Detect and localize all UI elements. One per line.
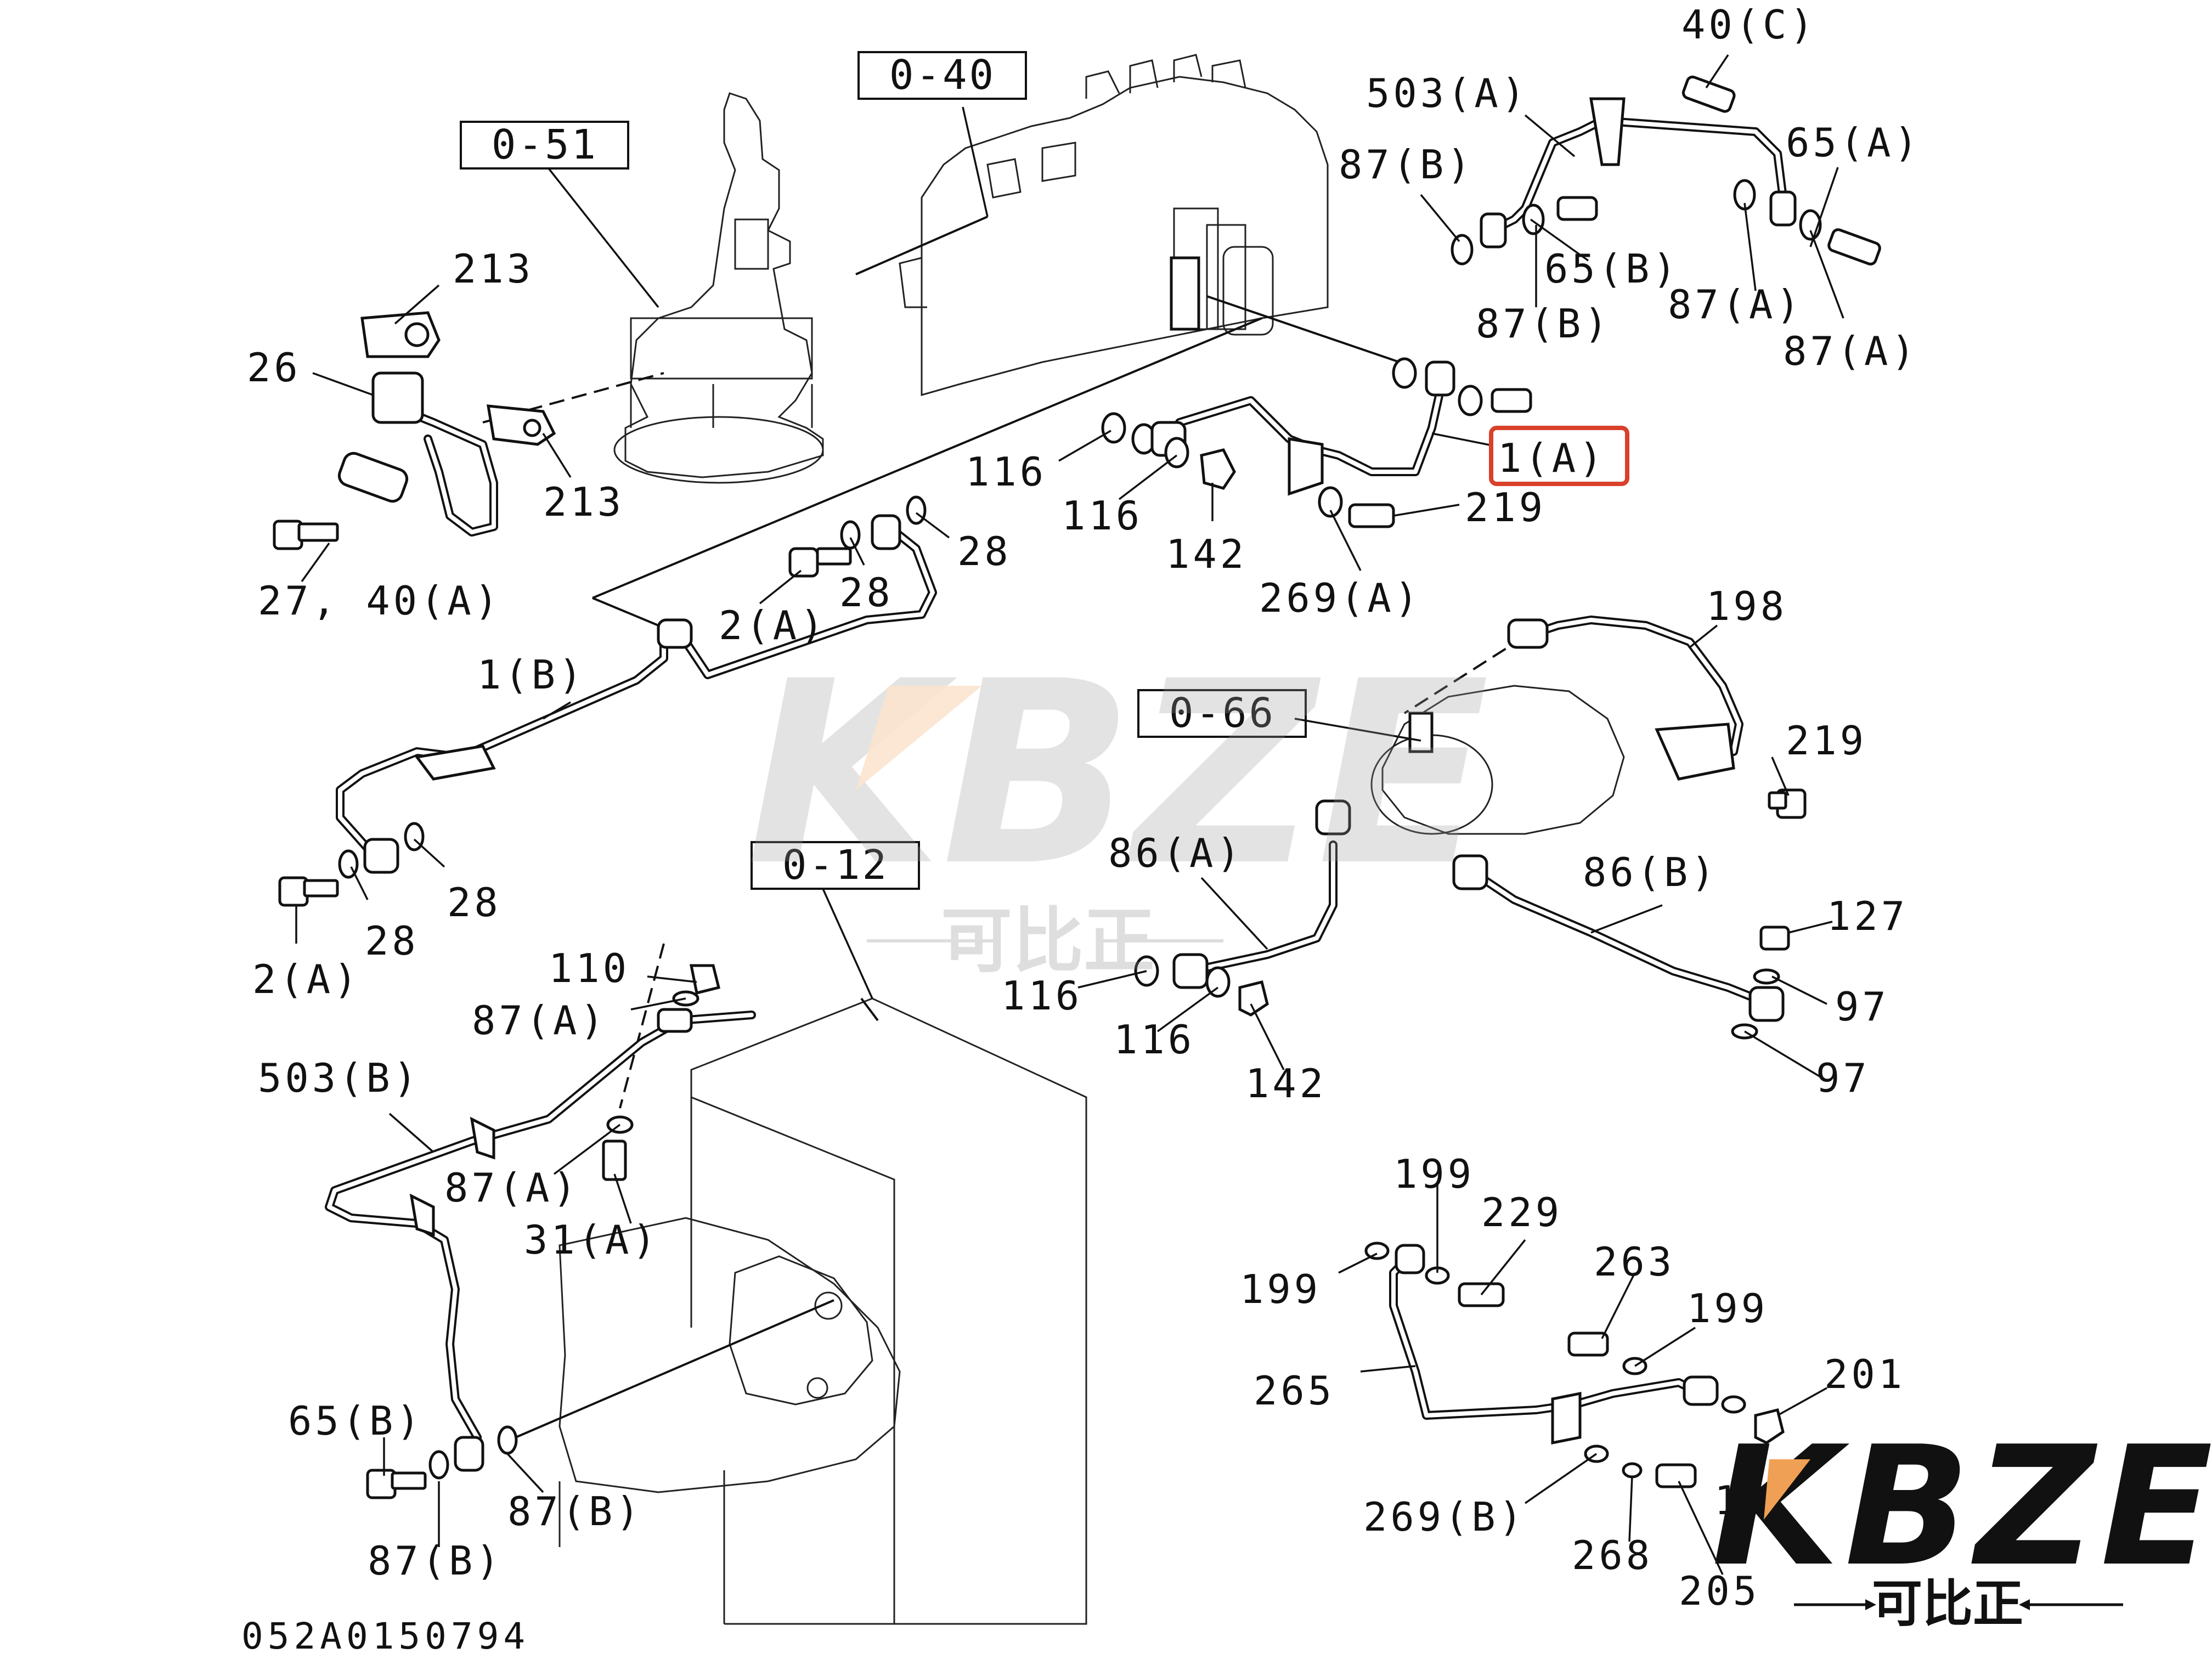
reference-box-0-51: 0-51 xyxy=(460,121,629,170)
label-87b: 87(B) xyxy=(1339,142,1474,188)
injection-pump-sketch xyxy=(899,54,1329,396)
label-199: 199 xyxy=(1687,1285,1768,1331)
label-87b: 87(B) xyxy=(507,1488,643,1534)
highlight-box xyxy=(1489,426,1629,486)
svg-text:可比正: 可比正 xyxy=(1872,1575,2023,1633)
label-87a: 87(A) xyxy=(1783,328,1918,374)
label-142: 142 xyxy=(1166,531,1247,577)
label-205: 205 xyxy=(1679,1568,1760,1614)
label-1a: 1(A) xyxy=(1498,435,1606,481)
pipes xyxy=(325,116,1787,1442)
svg-text:0-51: 0-51 xyxy=(492,121,598,168)
svg-text:KBZE: KBZE xyxy=(746,628,1489,921)
engine-block-sketch xyxy=(558,997,1087,1625)
label-268: 268 xyxy=(1572,1532,1653,1578)
label-40c: 40(C) xyxy=(1681,2,1817,48)
svg-text:0-66: 0-66 xyxy=(1169,690,1276,737)
label-263: 263 xyxy=(1594,1239,1675,1285)
label-269b: 269(B) xyxy=(1363,1494,1526,1540)
drawing-number: 052A0150794 xyxy=(241,1615,529,1657)
label-1b: 1(B) xyxy=(477,652,585,698)
fuel-filter-sketch xyxy=(613,92,824,484)
svg-text:0-40: 0-40 xyxy=(889,52,996,99)
corner-brand-logo: KBZE 可比正 xyxy=(1712,1411,2212,1633)
center-watermark: KBZE 可比正 xyxy=(746,628,1489,983)
label-201: 201 xyxy=(1824,1351,1905,1397)
label-26: 26 xyxy=(247,345,301,391)
leader-lines xyxy=(295,54,1844,1575)
label-269a: 269(A) xyxy=(1259,575,1421,621)
label-87a: 87(A) xyxy=(472,997,607,1043)
label-28: 28 xyxy=(447,879,501,926)
label-219: 219 xyxy=(1465,484,1546,531)
label-65b: 65(B) xyxy=(1544,246,1680,292)
label-110: 110 xyxy=(549,945,630,991)
label-87b: 87(B) xyxy=(1476,301,1611,347)
label-2a: 2(A) xyxy=(719,602,827,648)
svg-text:可比正: 可比正 xyxy=(941,899,1155,983)
label-127: 127 xyxy=(1827,893,1908,939)
svg-text:0-12: 0-12 xyxy=(782,842,889,889)
label-142: 142 xyxy=(1245,1060,1327,1107)
part-labels: 40(C) 503(A) 65(A) 87(B) 65(B) 87(B) 87(… xyxy=(241,2,1921,1657)
label-65a: 65(A) xyxy=(1786,120,1921,166)
label-198: 198 xyxy=(1706,583,1787,629)
label-219: 219 xyxy=(1786,718,1867,764)
label-265: 265 xyxy=(1254,1368,1335,1414)
label-97: 97 xyxy=(1816,1055,1870,1101)
label-229: 229 xyxy=(1481,1189,1562,1235)
label-2a: 2(A) xyxy=(252,956,360,1002)
reference-box-0-66: 0-66 xyxy=(1137,689,1307,738)
label-19x: 19 xyxy=(1714,1477,1769,1523)
label-97: 97 xyxy=(1835,984,1889,1030)
label-86a: 86(A) xyxy=(1108,830,1244,876)
reference-box-0-40: 0-40 xyxy=(857,51,1027,100)
label-116: 116 xyxy=(1001,973,1082,1019)
label-503a: 503(A) xyxy=(1366,70,1528,116)
label-65b: 65(B) xyxy=(288,1398,424,1444)
label-116: 116 xyxy=(966,449,1047,495)
label-86b: 86(B) xyxy=(1583,849,1718,895)
label-116: 116 xyxy=(1114,1017,1195,1063)
label-28: 28 xyxy=(365,918,419,964)
label-87a: 87(A) xyxy=(1668,281,1803,328)
label-503b: 503(B) xyxy=(258,1055,420,1101)
label-28: 28 xyxy=(839,569,894,616)
label-87b: 87(B) xyxy=(368,1538,503,1584)
label-199: 199 xyxy=(1240,1266,1321,1312)
label-213: 213 xyxy=(453,246,534,292)
svg-text:KBZE: KBZE xyxy=(1712,1411,2212,1602)
label-213: 213 xyxy=(543,479,624,525)
label-27-40a: 27, 40(A) xyxy=(258,578,501,624)
label-116: 116 xyxy=(1062,493,1143,539)
label-31a: 31(A) xyxy=(524,1217,659,1263)
label-199: 199 xyxy=(1393,1151,1475,1197)
reference-box-0-12: 0-12 xyxy=(751,841,920,890)
label-87a: 87(A) xyxy=(444,1165,580,1211)
label-28: 28 xyxy=(957,528,1012,574)
governor-housing-sketch xyxy=(1370,685,1625,835)
